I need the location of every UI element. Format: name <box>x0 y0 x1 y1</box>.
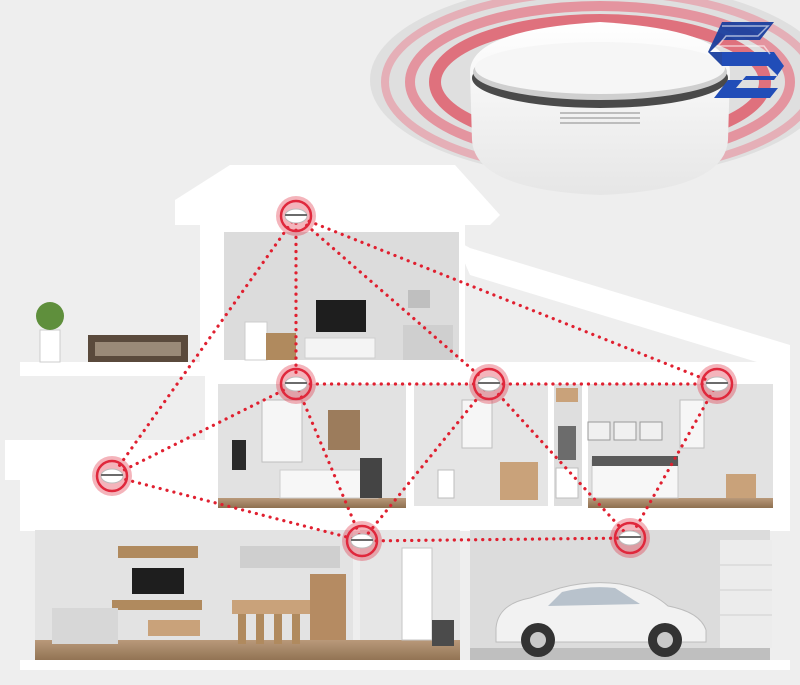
smoke-detector-stair-landing <box>92 456 132 496</box>
smoke-detector-living-room <box>342 521 382 561</box>
link-bathroom-garage <box>487 382 632 540</box>
link-attic-bathroom <box>294 214 491 386</box>
link-bedroom-left-stair-landing <box>110 382 298 478</box>
detector-vent-slots <box>560 112 640 124</box>
smoke-detector-attic <box>276 196 316 236</box>
link-bathroom-living-room <box>360 382 491 543</box>
bathroom-furniture <box>437 399 538 500</box>
link-bedroom-left-living-room <box>294 382 364 543</box>
closet-items <box>555 388 579 499</box>
smoke-detector-bedroom-left <box>276 364 316 404</box>
terrace-furniture <box>36 302 188 363</box>
smoke-detector-nodes <box>92 196 737 561</box>
living-room-furniture <box>52 546 346 644</box>
link-attic-bedroom-right <box>294 214 719 386</box>
stacked-s-logo-icon <box>708 22 784 98</box>
link-bedroom-right-garage <box>628 382 719 540</box>
car <box>495 582 707 657</box>
smoke-detector-bathroom <box>469 364 509 404</box>
bedroom-right-furniture <box>587 399 756 499</box>
featured-smoke-detector <box>370 0 800 195</box>
bedroom-left-furniture <box>232 399 382 499</box>
attic-furniture <box>244 290 453 361</box>
smoke-detector-garage <box>610 518 650 558</box>
link-stair-landing-living-room <box>110 474 364 543</box>
hallway-door <box>401 547 454 646</box>
house-structure <box>5 165 790 670</box>
smoke-detector-bedroom-right <box>697 364 737 404</box>
interconnect-links <box>110 214 719 543</box>
link-living-room-garage <box>360 536 632 543</box>
